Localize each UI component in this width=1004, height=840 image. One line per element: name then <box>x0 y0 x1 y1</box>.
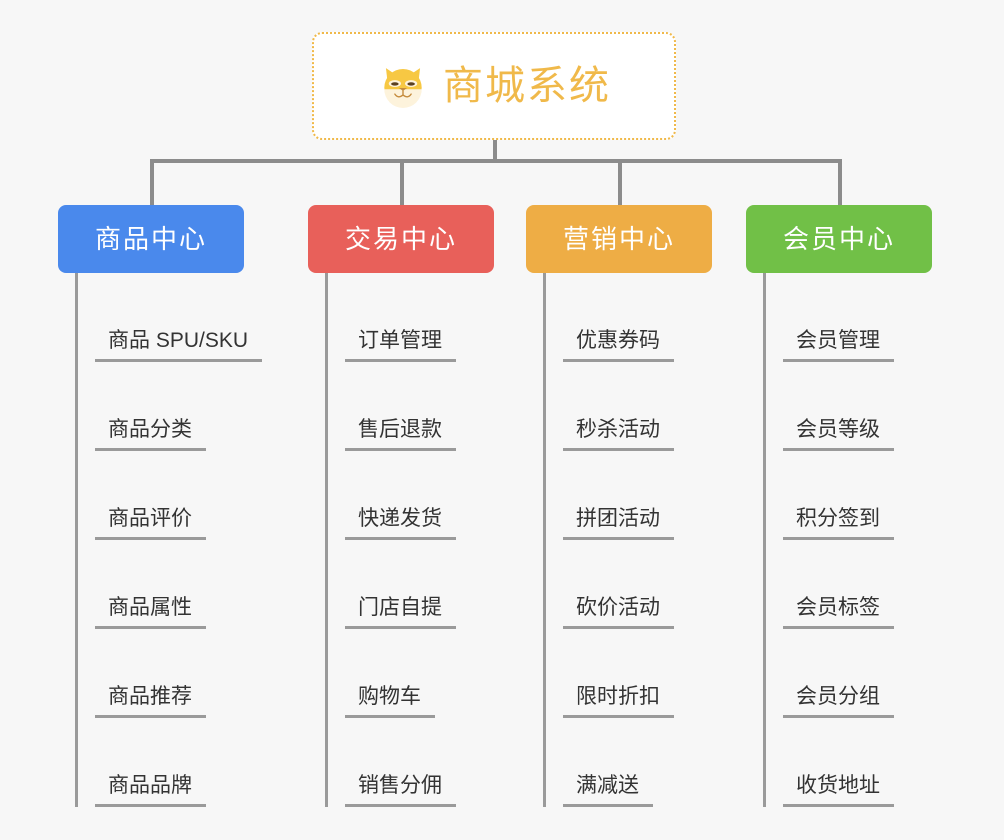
leaf-label: 商品 SPU/SKU <box>95 330 263 362</box>
list-item[interactable]: 商品推荐 <box>78 629 244 718</box>
leaf-label: 快递发货 <box>345 508 456 540</box>
root-title: 商城系统 <box>443 64 611 108</box>
leaf-label: 商品评价 <box>95 508 206 540</box>
list-item[interactable]: 满减送 <box>546 718 712 807</box>
connector-drop-3 <box>618 159 622 205</box>
connector-horizontal-bus <box>150 159 842 163</box>
list-item[interactable]: 销售分佣 <box>328 718 494 807</box>
leaf-label: 会员等级 <box>783 419 894 451</box>
leaf-label: 拼团活动 <box>563 508 674 540</box>
shiba-dog-face-icon <box>384 68 422 108</box>
leaf-label: 购物车 <box>345 686 435 718</box>
leaf-label: 限时折扣 <box>563 686 674 718</box>
leaf-label: 会员管理 <box>783 330 894 362</box>
leaf-label: 售后退款 <box>345 419 456 451</box>
connector-drop-4 <box>838 159 842 205</box>
leaf-label: 商品推荐 <box>95 686 206 718</box>
connector-drop-1 <box>150 159 154 205</box>
list-item[interactable]: 订单管理 <box>328 273 494 362</box>
list-item[interactable]: 会员标签 <box>766 540 932 629</box>
list-item[interactable]: 会员等级 <box>766 362 932 451</box>
leaf-list-trade: 订单管理 售后退款 快递发货 门店自提 购物车 销售分佣 <box>325 273 494 807</box>
leaf-label: 会员分组 <box>783 686 894 718</box>
leaf-label: 积分签到 <box>783 508 894 540</box>
list-item[interactable]: 会员分组 <box>766 629 932 718</box>
list-item[interactable]: 商品品牌 <box>78 718 244 807</box>
leaf-label: 订单管理 <box>345 330 456 362</box>
leaf-label: 商品分类 <box>95 419 206 451</box>
list-item[interactable]: 优惠券码 <box>546 273 712 362</box>
leaf-label: 商品品牌 <box>95 775 206 807</box>
category-title: 交易中心 <box>344 224 457 254</box>
branch-column-product: 商品中心 商品 SPU/SKU 商品分类 商品评价 商品属性 商品推荐 商品品牌 <box>58 205 263 807</box>
leaf-list-marketing: 优惠券码 秒杀活动 拼团活动 砍价活动 限时折扣 满减送 <box>543 273 712 807</box>
list-item[interactable]: 购物车 <box>328 629 494 718</box>
branch-column-trade: 交易中心 订单管理 售后退款 快递发货 门店自提 购物车 销售分佣 <box>308 205 494 807</box>
list-item[interactable]: 限时折扣 <box>546 629 712 718</box>
root-node[interactable]: 商城系统 <box>312 32 676 140</box>
leaf-list-member: 会员管理 会员等级 积分签到 会员标签 会员分组 收货地址 <box>763 273 932 807</box>
list-item[interactable]: 商品 SPU/SKU <box>78 273 263 362</box>
list-item[interactable]: 会员管理 <box>766 273 932 362</box>
category-title: 会员中心 <box>782 224 895 254</box>
branch-column-member: 会员中心 会员管理 会员等级 积分签到 会员标签 会员分组 收货地址 <box>746 205 932 807</box>
list-item[interactable]: 售后退款 <box>328 362 494 451</box>
category-title: 商品中心 <box>94 224 207 254</box>
connector-drop-2 <box>400 159 404 205</box>
list-item[interactable]: 收货地址 <box>766 718 932 807</box>
leaf-label: 秒杀活动 <box>563 419 674 451</box>
list-item[interactable]: 商品评价 <box>78 451 244 540</box>
leaf-label: 商品属性 <box>95 597 206 629</box>
list-item[interactable]: 拼团活动 <box>546 451 712 540</box>
list-item[interactable]: 商品属性 <box>78 540 244 629</box>
list-item[interactable]: 快递发货 <box>328 451 494 540</box>
category-header-trade[interactable]: 交易中心 <box>308 205 494 273</box>
list-item[interactable]: 门店自提 <box>328 540 494 629</box>
list-item[interactable]: 砍价活动 <box>546 540 712 629</box>
list-item[interactable]: 秒杀活动 <box>546 362 712 451</box>
category-header-member[interactable]: 会员中心 <box>746 205 932 273</box>
branch-column-marketing: 营销中心 优惠券码 秒杀活动 拼团活动 砍价活动 限时折扣 满减送 <box>526 205 712 807</box>
leaf-label: 满减送 <box>563 775 653 807</box>
category-header-marketing[interactable]: 营销中心 <box>526 205 712 273</box>
leaf-label: 销售分佣 <box>345 775 456 807</box>
category-title: 营销中心 <box>562 224 675 254</box>
connector-root-stem <box>493 140 497 162</box>
category-header-product[interactable]: 商品中心 <box>58 205 244 273</box>
leaf-label: 砍价活动 <box>563 597 674 629</box>
list-item[interactable]: 积分签到 <box>766 451 932 540</box>
leaf-label: 会员标签 <box>783 597 894 629</box>
list-item[interactable]: 商品分类 <box>78 362 244 451</box>
leaf-label: 门店自提 <box>345 597 456 629</box>
leaf-label: 收货地址 <box>783 775 894 807</box>
leaf-list-product: 商品 SPU/SKU 商品分类 商品评价 商品属性 商品推荐 商品品牌 <box>75 273 263 807</box>
leaf-label: 优惠券码 <box>563 330 674 362</box>
